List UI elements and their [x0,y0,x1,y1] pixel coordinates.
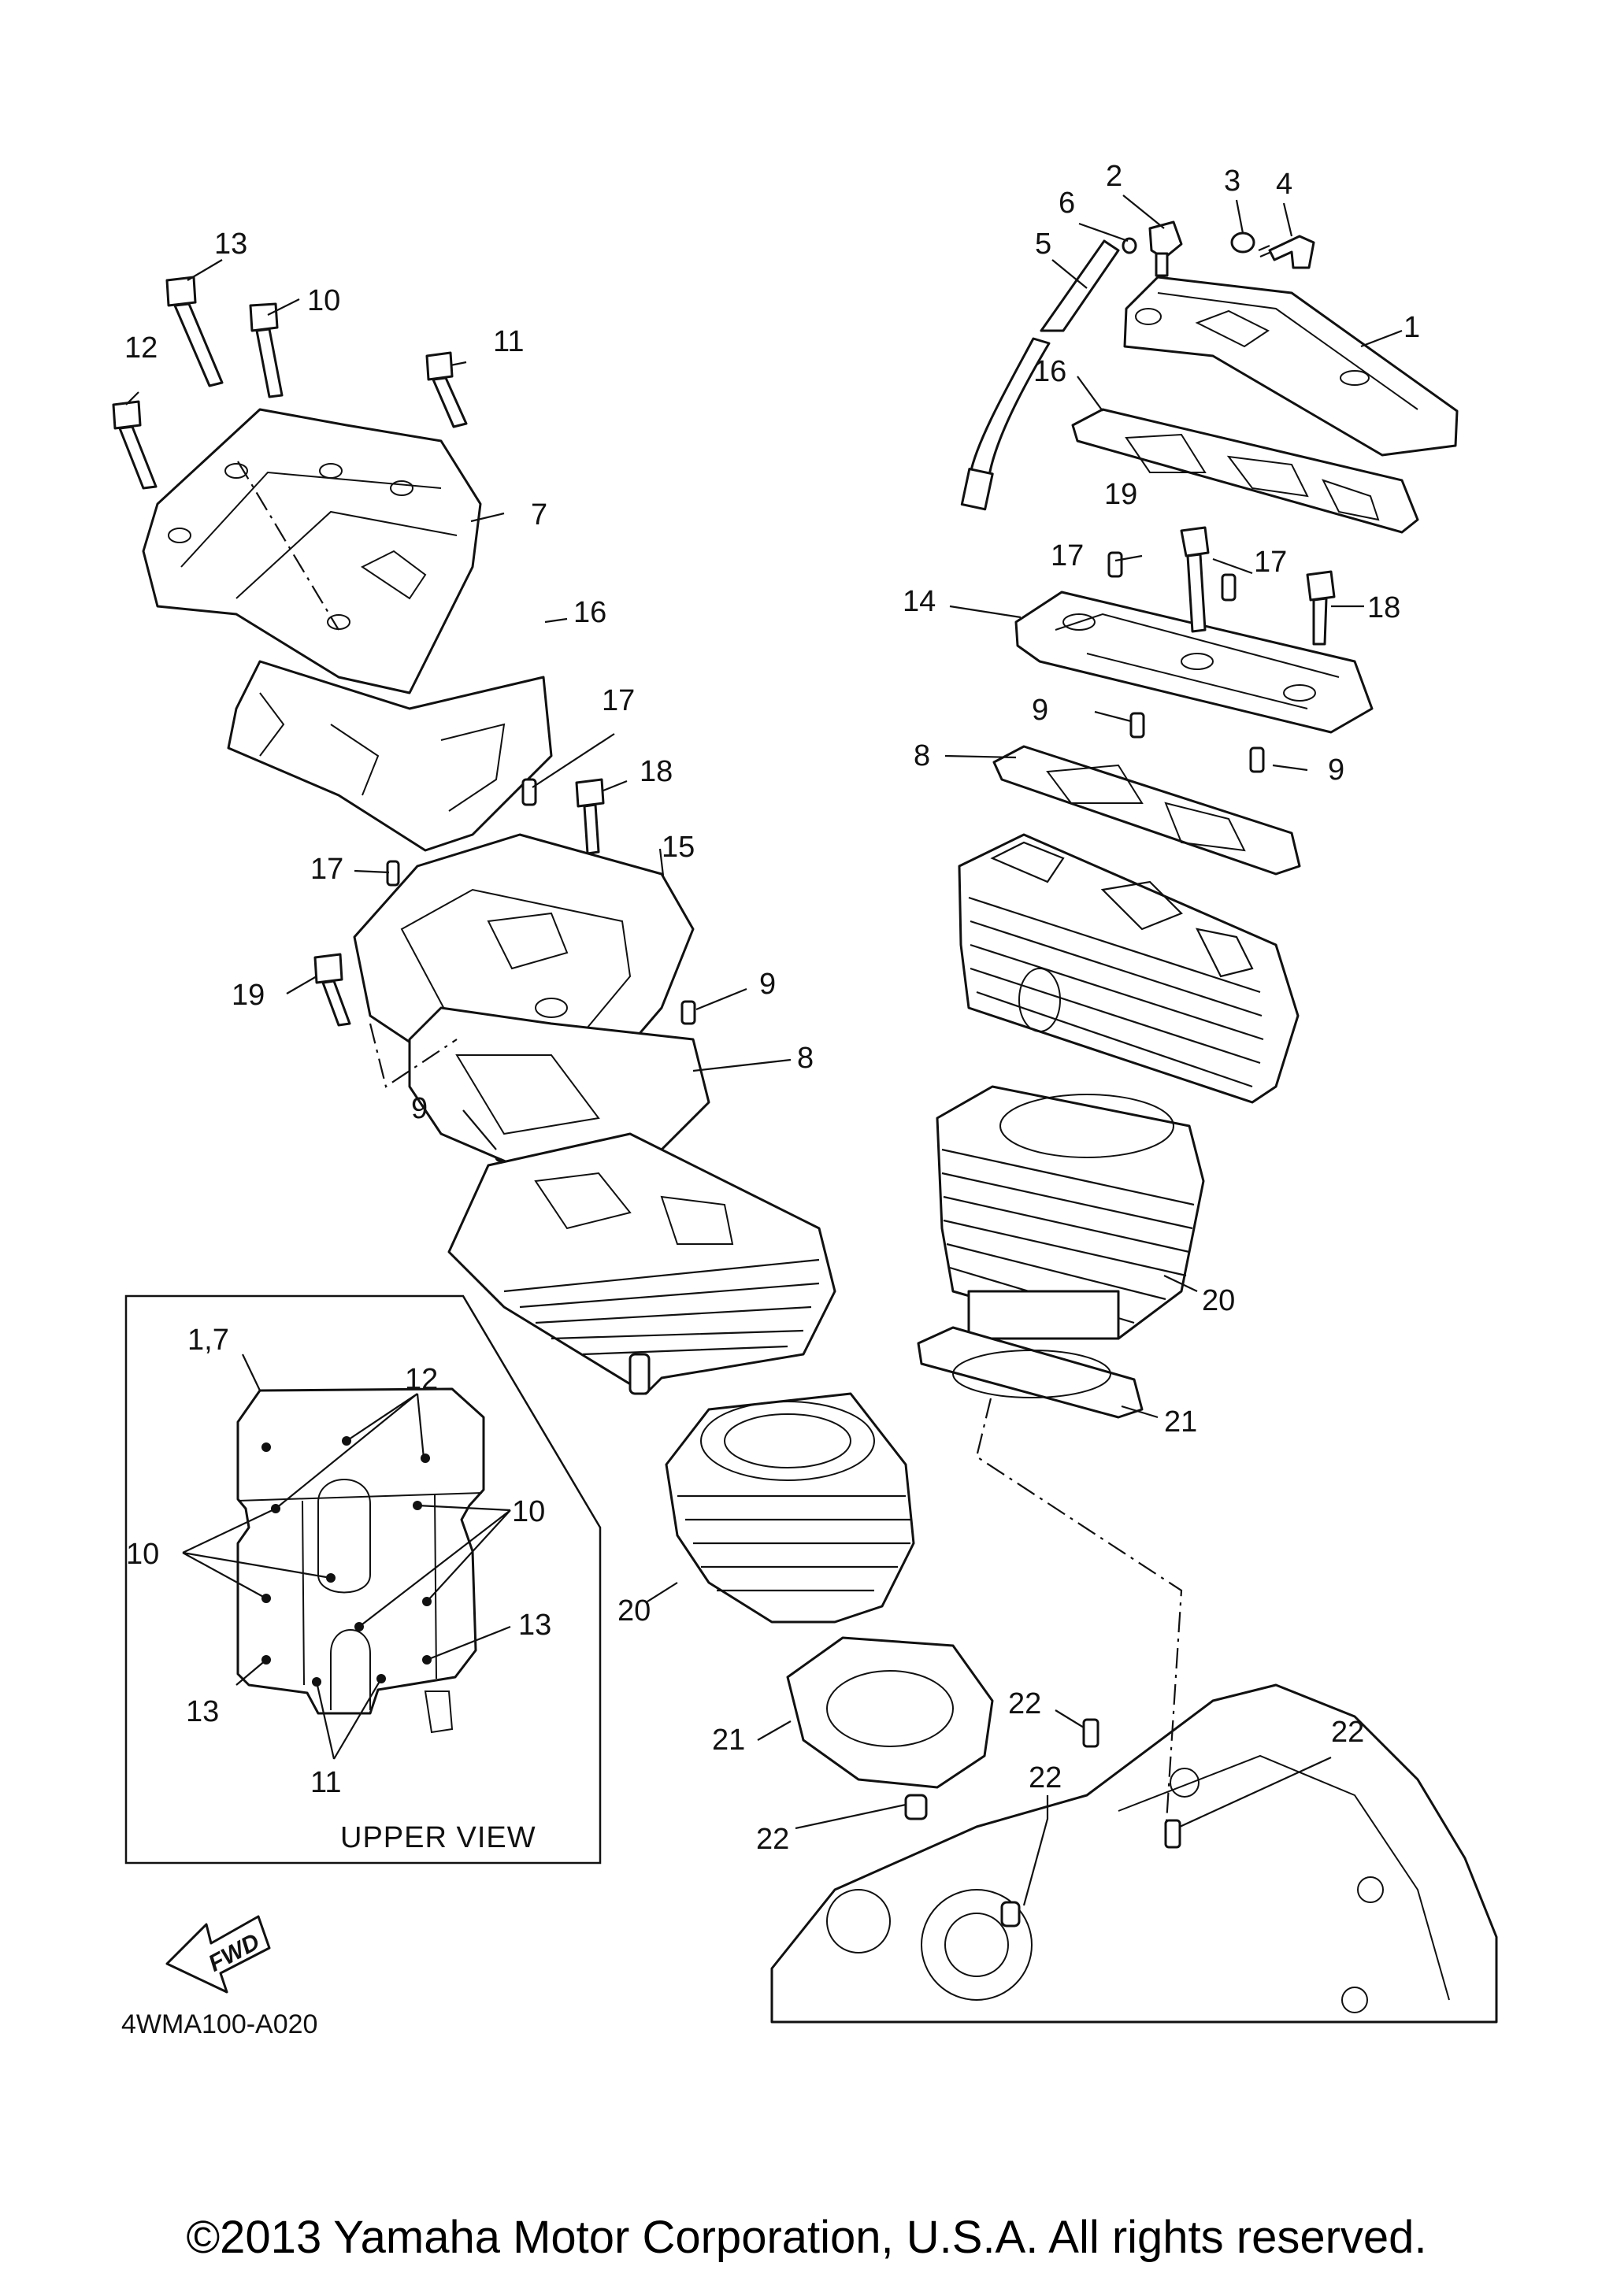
callout-14: 14 [903,585,936,618]
bolt-19-rear [313,953,351,1027]
left-cylinder-assembly [112,276,994,1789]
base-gasket-rear [786,1636,994,1789]
diagram-code: 4WMA100-A020 [121,2009,317,2039]
alignment-line-rear-cover [369,1023,458,1088]
callout-2: 2 [1106,160,1122,193]
dowel-17-front-b [1221,573,1237,602]
callout-9-rear-a: 9 [759,968,776,1001]
inset-label-10-right: 10 [512,1495,545,1528]
callout-8-front: 8 [914,739,930,772]
upper-view-inset: 1,7 12 10 10 13 13 11 UPPER VIEW [124,1294,602,1865]
o-ring-small [1122,237,1137,254]
gasket-cover-front [1071,408,1419,534]
callout-6: 6 [1059,187,1075,220]
elbow-union-thread [1258,244,1272,258]
callout-22-a: 22 [1008,1687,1041,1720]
dowel-22-c [904,1794,928,1820]
callout-7: 7 [531,498,547,531]
dowel-22-d [1000,1901,1021,1928]
inset-label-13-left: 13 [186,1695,219,1728]
callout-18-front: 18 [1367,591,1400,624]
callout-18-rear: 18 [640,755,673,788]
callout-1: 1 [1403,311,1420,344]
breather-hose [1040,239,1120,332]
callout-labels: 1 2 3 4 5 6 16 19 17 17 18 14 9 8 9 20 2… [124,160,1420,1856]
callout-19-rear: 19 [232,979,265,1012]
callout-17-front-b: 17 [1254,546,1287,579]
inset-label-1-7: 1,7 [187,1324,229,1357]
callout-21-front: 21 [1164,1405,1197,1439]
callout-22-b: 22 [1029,1761,1062,1794]
callout-21-rear: 21 [712,1724,745,1757]
breather-fitting-stem [1155,252,1169,277]
inset-label-12: 12 [405,1363,438,1396]
callout-22-c: 22 [756,1823,789,1856]
callout-13-rear: 13 [214,228,247,261]
cylinder-head-rear [447,1132,836,1395]
forward-arrow-icon: FWD [165,1915,271,1994]
inset-label-10-left: 10 [126,1538,159,1571]
inset-label-11: 11 [310,1766,341,1799]
callout-20-rear: 20 [617,1594,651,1628]
cylinder-head-cover-front [1123,276,1459,457]
callout-5: 5 [1035,228,1051,261]
gasket-head-front [992,745,1301,876]
leader-lines [125,194,1403,1906]
dowel-17-rear-b [386,860,400,887]
base-gasket-front [917,1326,1144,1419]
bolt-11-rear [425,351,468,428]
callout-20-front: 20 [1202,1284,1235,1317]
right-cylinder-assembly [917,220,1459,1419]
bolt-12-rear [112,400,158,490]
bolt-18-rear [575,778,605,855]
callout-8-rear: 8 [797,1042,814,1075]
elbow-union [1268,235,1315,269]
dowel-9-front-b [1249,746,1265,773]
dowel-22-b [1164,1819,1181,1849]
bolt-18-front [1306,570,1336,646]
callout-19-front: 19 [1104,478,1137,511]
cylinder-front [936,1085,1205,1340]
callout-22-d: 22 [1331,1716,1364,1749]
alignment-line-rear-bolt [237,461,339,631]
bolt-10-rear [249,302,284,398]
callout-11-rear: 11 [493,325,524,358]
cylinder-head-cover-rear [142,408,482,694]
dowel-9-rear-a [680,1000,696,1025]
callout-12-rear: 12 [124,331,158,365]
callout-17-front-a: 17 [1051,539,1084,572]
callout-9-front-a: 9 [1032,694,1048,727]
callout-9-rear-b: 9 [411,1092,428,1125]
dowel-17-rear-a [521,778,537,806]
breather-hose-end [960,468,994,511]
callout-9-front-b: 9 [1328,754,1344,787]
callout-17-rear-b: 17 [310,853,343,886]
bolt-19-front [1180,526,1210,633]
crankcase [770,1683,1498,2024]
callout-16-rear: 16 [573,596,606,629]
callout-16-front: 16 [1033,355,1066,388]
inset-label-13-right: 13 [518,1609,551,1642]
hose-clamp [1230,231,1255,254]
callout-3: 3 [1224,165,1240,198]
gasket-cover-rear [227,660,553,852]
bolt-13-rear [165,276,224,387]
dowel-9-front-a [1129,712,1145,739]
cylinder-rear [665,1392,915,1624]
dowel-17-front-a [1107,551,1123,578]
callout-10-rear: 10 [307,284,340,317]
dowel-22-a [1082,1718,1099,1748]
rocker-cover-front [1014,591,1374,734]
breather-fitting [1148,220,1183,260]
inset-title: UPPER VIEW [340,1821,536,1854]
alignment-line-front-cylinder [975,1398,1183,1835]
copyright-notice: ©2013 Yamaha Motor Corporation, U.S.A. A… [186,2212,1427,2263]
callout-17-rear-a: 17 [602,684,635,717]
callout-15: 15 [662,831,695,864]
cylinder-head-front [958,833,1300,1104]
callout-4: 4 [1276,168,1292,201]
